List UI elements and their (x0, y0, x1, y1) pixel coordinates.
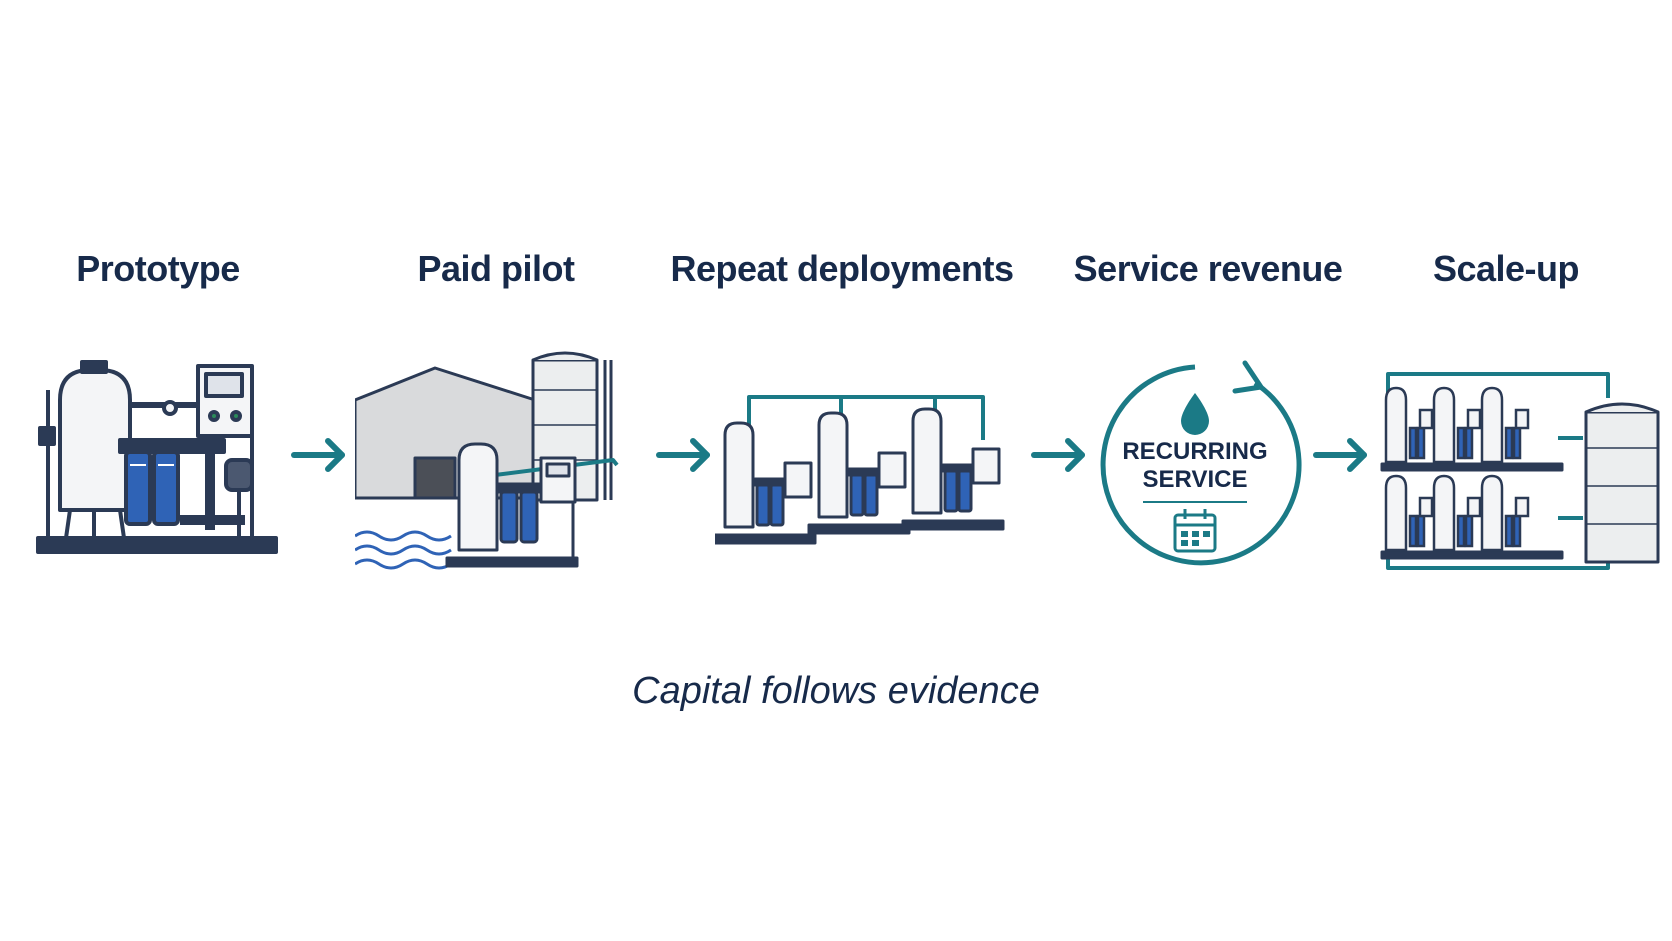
stage-title-repeat-deployments: Repeat deployments (670, 248, 1014, 289)
mini-filter (1456, 514, 1466, 548)
mini-vessel (1480, 386, 1504, 464)
stage-title-scale-up: Scale-up (1432, 248, 1580, 289)
calendar-icon (1173, 509, 1217, 553)
mini-vessel (1480, 474, 1504, 552)
scale-plant-icon (1378, 368, 1668, 578)
flow-arrow-3-icon (1030, 435, 1090, 475)
mini-filter (1408, 514, 1418, 548)
stage-title-service-revenue: Service revenue (1073, 248, 1343, 289)
water-drop-icon (1181, 393, 1209, 435)
mini-filter (1464, 426, 1474, 460)
flow-arrow-4-icon (1312, 435, 1372, 475)
mini-filter (1408, 426, 1418, 460)
pilot-site-icon (355, 340, 645, 590)
mini-filter (1464, 514, 1474, 548)
stage-title-prototype: Prototype (76, 248, 240, 289)
recurring-service-icon: RECURRING SERVICE (1095, 355, 1305, 585)
mini-panel (1514, 496, 1530, 518)
mini-filter (1456, 426, 1466, 460)
mini-filter (1504, 426, 1514, 460)
mini-filter (1416, 426, 1426, 460)
flow-arrow-2-icon (655, 435, 715, 475)
mini-vessel (1432, 474, 1456, 552)
multi-unit-icon (715, 385, 1005, 555)
mini-filter (1512, 426, 1522, 460)
badge-line-1: RECURRING (1122, 438, 1267, 465)
mini-filter (1504, 514, 1514, 548)
prototype-skid-icon (30, 360, 280, 570)
tagline: Capital follows evidence (632, 670, 1040, 712)
mini-filter (1416, 514, 1426, 548)
mini-vessel (1384, 386, 1408, 464)
mini-vessel (1384, 474, 1408, 552)
mini-panel (1418, 496, 1434, 518)
mini-vessel (1432, 386, 1456, 464)
stage-title-paid-pilot: Paid pilot (417, 248, 576, 289)
mini-panel (1418, 408, 1434, 430)
badge-line-2: SERVICE (1143, 466, 1248, 493)
mini-panel (1514, 408, 1530, 430)
mini-panel (1466, 408, 1482, 430)
flow-arrow-1-icon (290, 435, 350, 475)
mini-filter (1512, 514, 1522, 548)
mini-panel (1466, 496, 1482, 518)
